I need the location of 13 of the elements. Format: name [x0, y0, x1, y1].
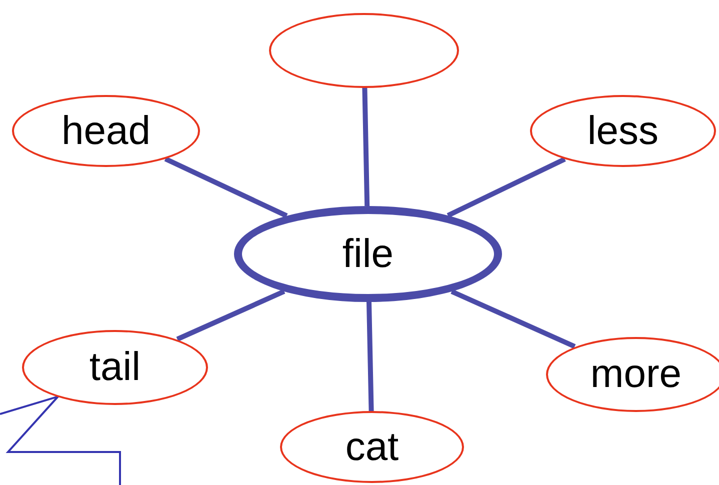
connector-line — [164, 156, 288, 218]
node-label: head — [62, 108, 150, 154]
node-label: tail — [89, 344, 141, 390]
node-label: less — [587, 108, 659, 154]
node-label: more — [590, 352, 682, 396]
connector-line — [362, 87, 370, 206]
connector-line — [450, 289, 576, 349]
node-label: cat — [345, 424, 399, 470]
callout-line — [0, 394, 121, 485]
connector-line — [366, 302, 374, 412]
connector-line — [176, 289, 286, 342]
node-label: file — [342, 232, 394, 276]
connector-line — [446, 156, 566, 218]
